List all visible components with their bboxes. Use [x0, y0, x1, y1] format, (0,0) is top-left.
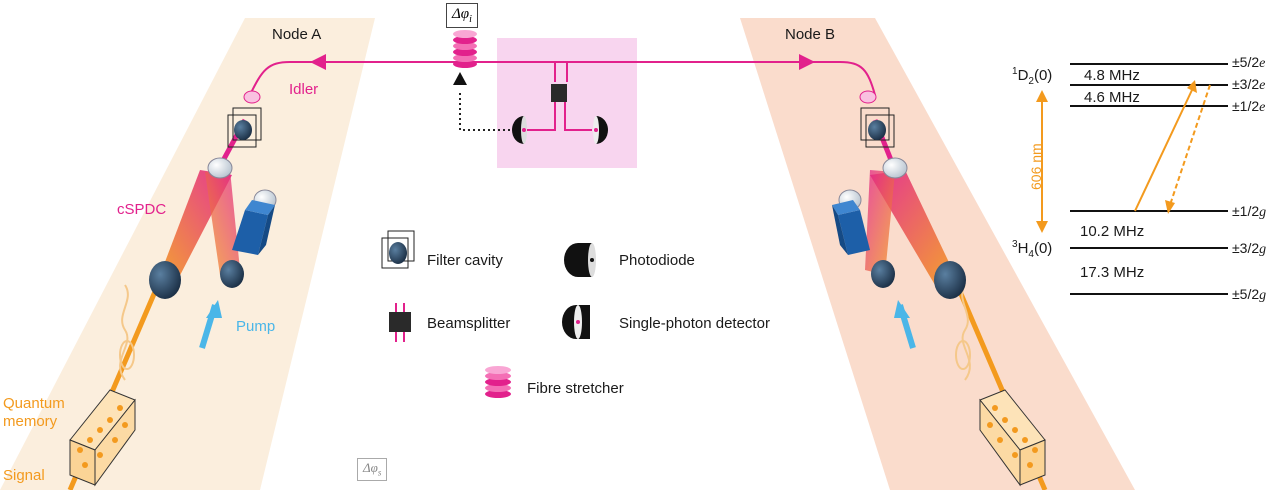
idler-label: Idler — [289, 81, 319, 98]
splitting-label-2: 4.6 MHz — [1084, 89, 1140, 106]
pump-label: Pump — [236, 318, 276, 335]
transition-wavelength-label: 606 nm — [1028, 143, 1044, 190]
splitting-label-3: 10.2 MHz — [1080, 223, 1145, 240]
mj-lower-5-2: ±5/2g — [1232, 286, 1267, 303]
node-a-crystal — [232, 200, 275, 255]
idler-fibre — [249, 61, 876, 96]
signal-phase-label: Δφs — [357, 458, 388, 482]
node-b-lens-2 — [871, 260, 895, 288]
node-b-lens-1 — [934, 261, 966, 299]
mj-upper-1-2: ±1/2e — [1232, 98, 1266, 115]
legend-fibre-stretcher-label: Fibre stretcher — [527, 380, 624, 397]
transition-arrow-606 — [1036, 90, 1048, 233]
legend-detector-icon — [562, 305, 590, 339]
central-beamsplitter — [551, 84, 567, 102]
legend-filter-cavity-icon — [381, 230, 415, 269]
central-detector-right — [593, 116, 608, 144]
node-b-quantum-memory — [979, 389, 1046, 487]
legend-beamsplitter-icon — [389, 303, 411, 342]
node-b-optics — [832, 90, 1048, 490]
upper-state-label: 1D2(0) — [1012, 66, 1053, 87]
mj-lower-1-2: ±1/2g — [1232, 203, 1267, 220]
pump-transition-arrows — [1134, 80, 1211, 214]
node-a-filter-cavity — [227, 107, 262, 148]
splitting-label-4: 17.3 MHz — [1080, 264, 1145, 281]
node-b-mirror-1 — [882, 157, 908, 179]
legend-photodiode-label: Photodiode — [619, 252, 695, 269]
node-a-mirror-1 — [207, 157, 233, 179]
splitting-label-1: 4.8 MHz — [1084, 67, 1140, 84]
legend-photodiode-icon — [564, 243, 596, 277]
feedback-arrow — [453, 72, 467, 85]
signal-label: Signal — [3, 467, 45, 484]
legend-beamsplitter-label: Beamsplitter — [427, 315, 511, 332]
node-b-label: Node B — [785, 26, 836, 43]
fibre-stretcher-top — [453, 30, 477, 68]
lower-state-label: 3H4(0) — [1012, 239, 1053, 260]
node-a-label: Node A — [272, 26, 322, 43]
idler-phase-label: Δφi — [446, 3, 478, 28]
quantum-memory-label-1: Quantum — [3, 395, 65, 412]
node-a-quantum-memory — [69, 389, 136, 487]
node-a-optics — [67, 90, 277, 490]
node-b-filter-cavity — [860, 107, 895, 148]
legend-detector-label: Single-photon detector — [619, 315, 770, 332]
node-b-crystal — [832, 200, 870, 255]
mj-upper-3-2: ±3/2e — [1232, 76, 1266, 93]
cspdc-label: cSPDC — [117, 201, 167, 218]
node-a-lens-2 — [220, 260, 244, 288]
feedback-line — [459, 92, 510, 131]
legend-filter-cavity-label: Filter cavity — [427, 252, 503, 269]
quantum-memory-label-2: memory — [3, 413, 58, 430]
mj-upper-5-2: ±5/2e — [1232, 54, 1266, 71]
legend-fibre-stretcher-icon — [485, 366, 511, 398]
node-a-lens-1 — [149, 261, 181, 299]
energy-level-diagram — [1070, 63, 1228, 295]
central-photodiode-left — [512, 116, 527, 144]
central-interferometer — [453, 62, 608, 144]
central-box — [497, 38, 637, 168]
mj-lower-3-2: ±3/2g — [1232, 240, 1267, 257]
